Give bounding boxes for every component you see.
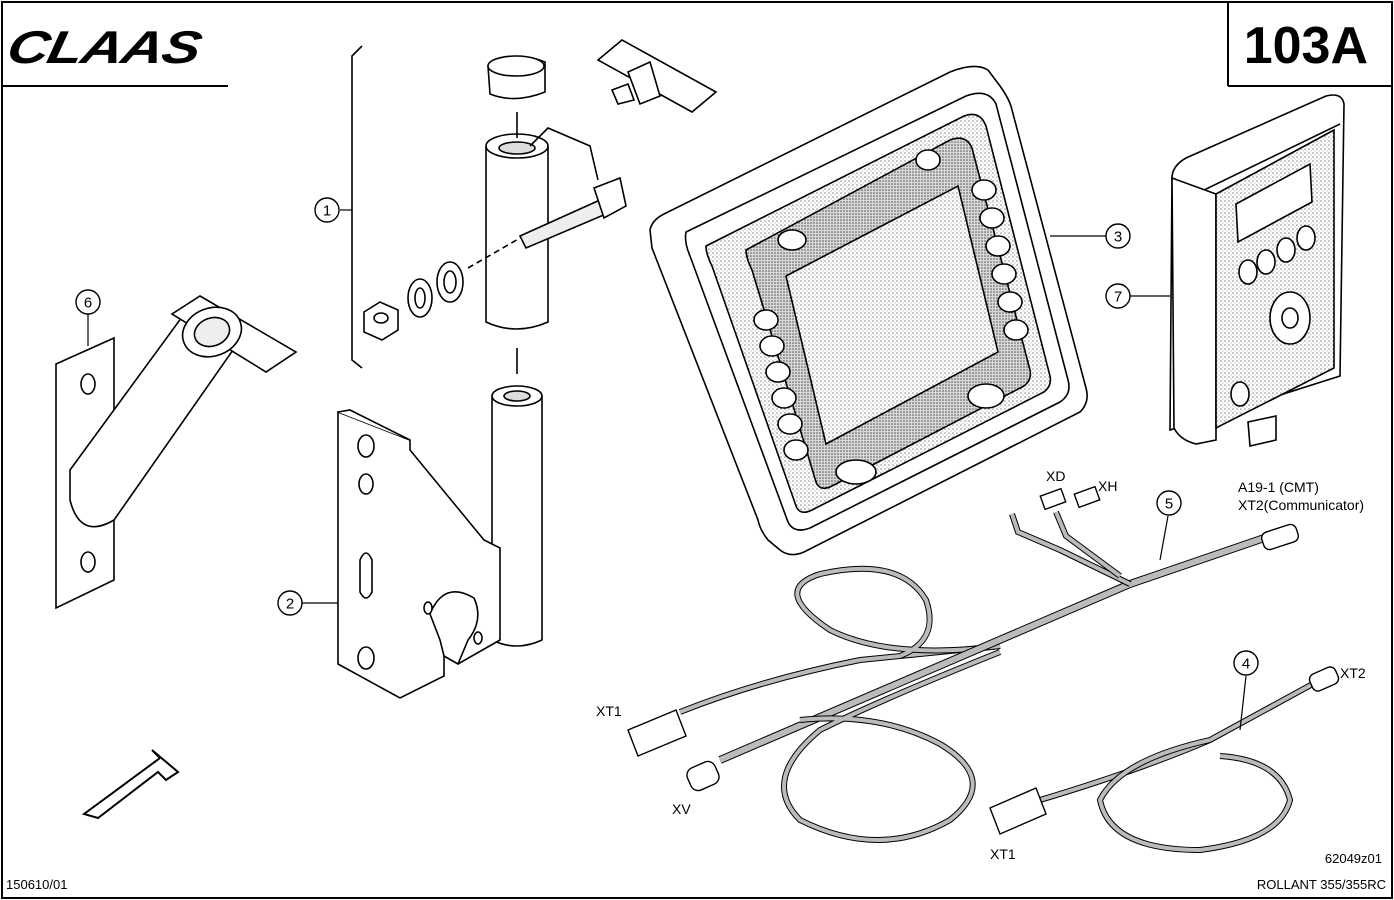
footer-model: ROLLANT 355/355RC (1256, 877, 1386, 892)
label-xh: XH (1098, 478, 1117, 494)
label-xv: XV (672, 801, 691, 817)
part-3-display-terminal (649, 65, 1088, 556)
label-xt2-communicator: XT2(Communicator) (1238, 497, 1364, 513)
label-a19-cmt: A19-1 (CMT) (1238, 479, 1319, 495)
callout-7-circle (1105, 283, 1131, 309)
callout-5-circle (1156, 490, 1182, 516)
callout-1: 1 (323, 203, 331, 220)
sheet-number: 103A (1243, 17, 1368, 75)
callout-6: 6 (84, 295, 92, 312)
callout-7: 7 (1114, 289, 1122, 306)
callout-4-circle (1233, 650, 1259, 676)
footer-drawing-code: 62049z01 (1324, 851, 1382, 866)
callout-5: 5 (1165, 496, 1173, 513)
direction-arrow (81, 749, 180, 820)
callout-leaders (87, 209, 1247, 731)
part-5-connectors (627, 485, 1300, 792)
callout-2-circle (277, 590, 303, 616)
part-6-angle-bracket (55, 295, 298, 610)
part-7-communicator (1169, 94, 1345, 447)
callout-3: 3 (1114, 229, 1122, 246)
callout-2: 2 (286, 596, 294, 613)
callout-1-circle (314, 197, 340, 223)
label-xd: XD (1046, 468, 1065, 484)
callout-4: 4 (1242, 656, 1250, 673)
label-xt1-upper: XT1 (596, 703, 622, 719)
part-2-mounting-bracket (337, 348, 543, 699)
label-xt1-lower: XT1 (990, 846, 1016, 862)
footer-left-code: 150610/01 (6, 877, 68, 892)
label-xt2: XT2 (1340, 665, 1366, 681)
part-4-cable (989, 666, 1340, 854)
part-5-cable-harness (678, 510, 1272, 843)
part-1-fastener-assembly (351, 39, 718, 369)
callout-3-circle (1105, 223, 1131, 249)
callout-6-circle (75, 289, 101, 315)
